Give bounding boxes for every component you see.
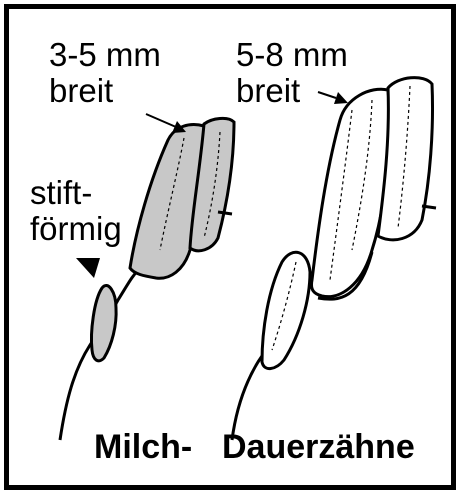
- caption-milk: Milch-: [94, 430, 192, 464]
- permanent-incisor-front: [311, 89, 389, 296]
- peg-pointer-triangle: [76, 258, 100, 278]
- peg-label-line2: förmig: [30, 212, 122, 245]
- peg-label-line1: stift-: [30, 176, 92, 209]
- permanent-width-label-line1: 5-8 mm: [236, 38, 348, 71]
- caption-permanent: Dauerzähne: [222, 430, 415, 464]
- permanent-small-tooth: [262, 252, 310, 368]
- milk-peg-tooth: [91, 285, 116, 360]
- milk-gum-edge: [218, 212, 232, 214]
- arrow-permanent-width: [318, 92, 348, 104]
- milk-width-label-line1: 3-5 mm: [49, 38, 161, 71]
- milk-width-label-line2: breit: [49, 74, 113, 107]
- permanent-width-label-line2: breit: [236, 74, 300, 107]
- arrow-milk-width: [146, 114, 186, 133]
- permanent-gum-edge-2: [422, 206, 436, 208]
- milk-incisor-front: [130, 125, 204, 279]
